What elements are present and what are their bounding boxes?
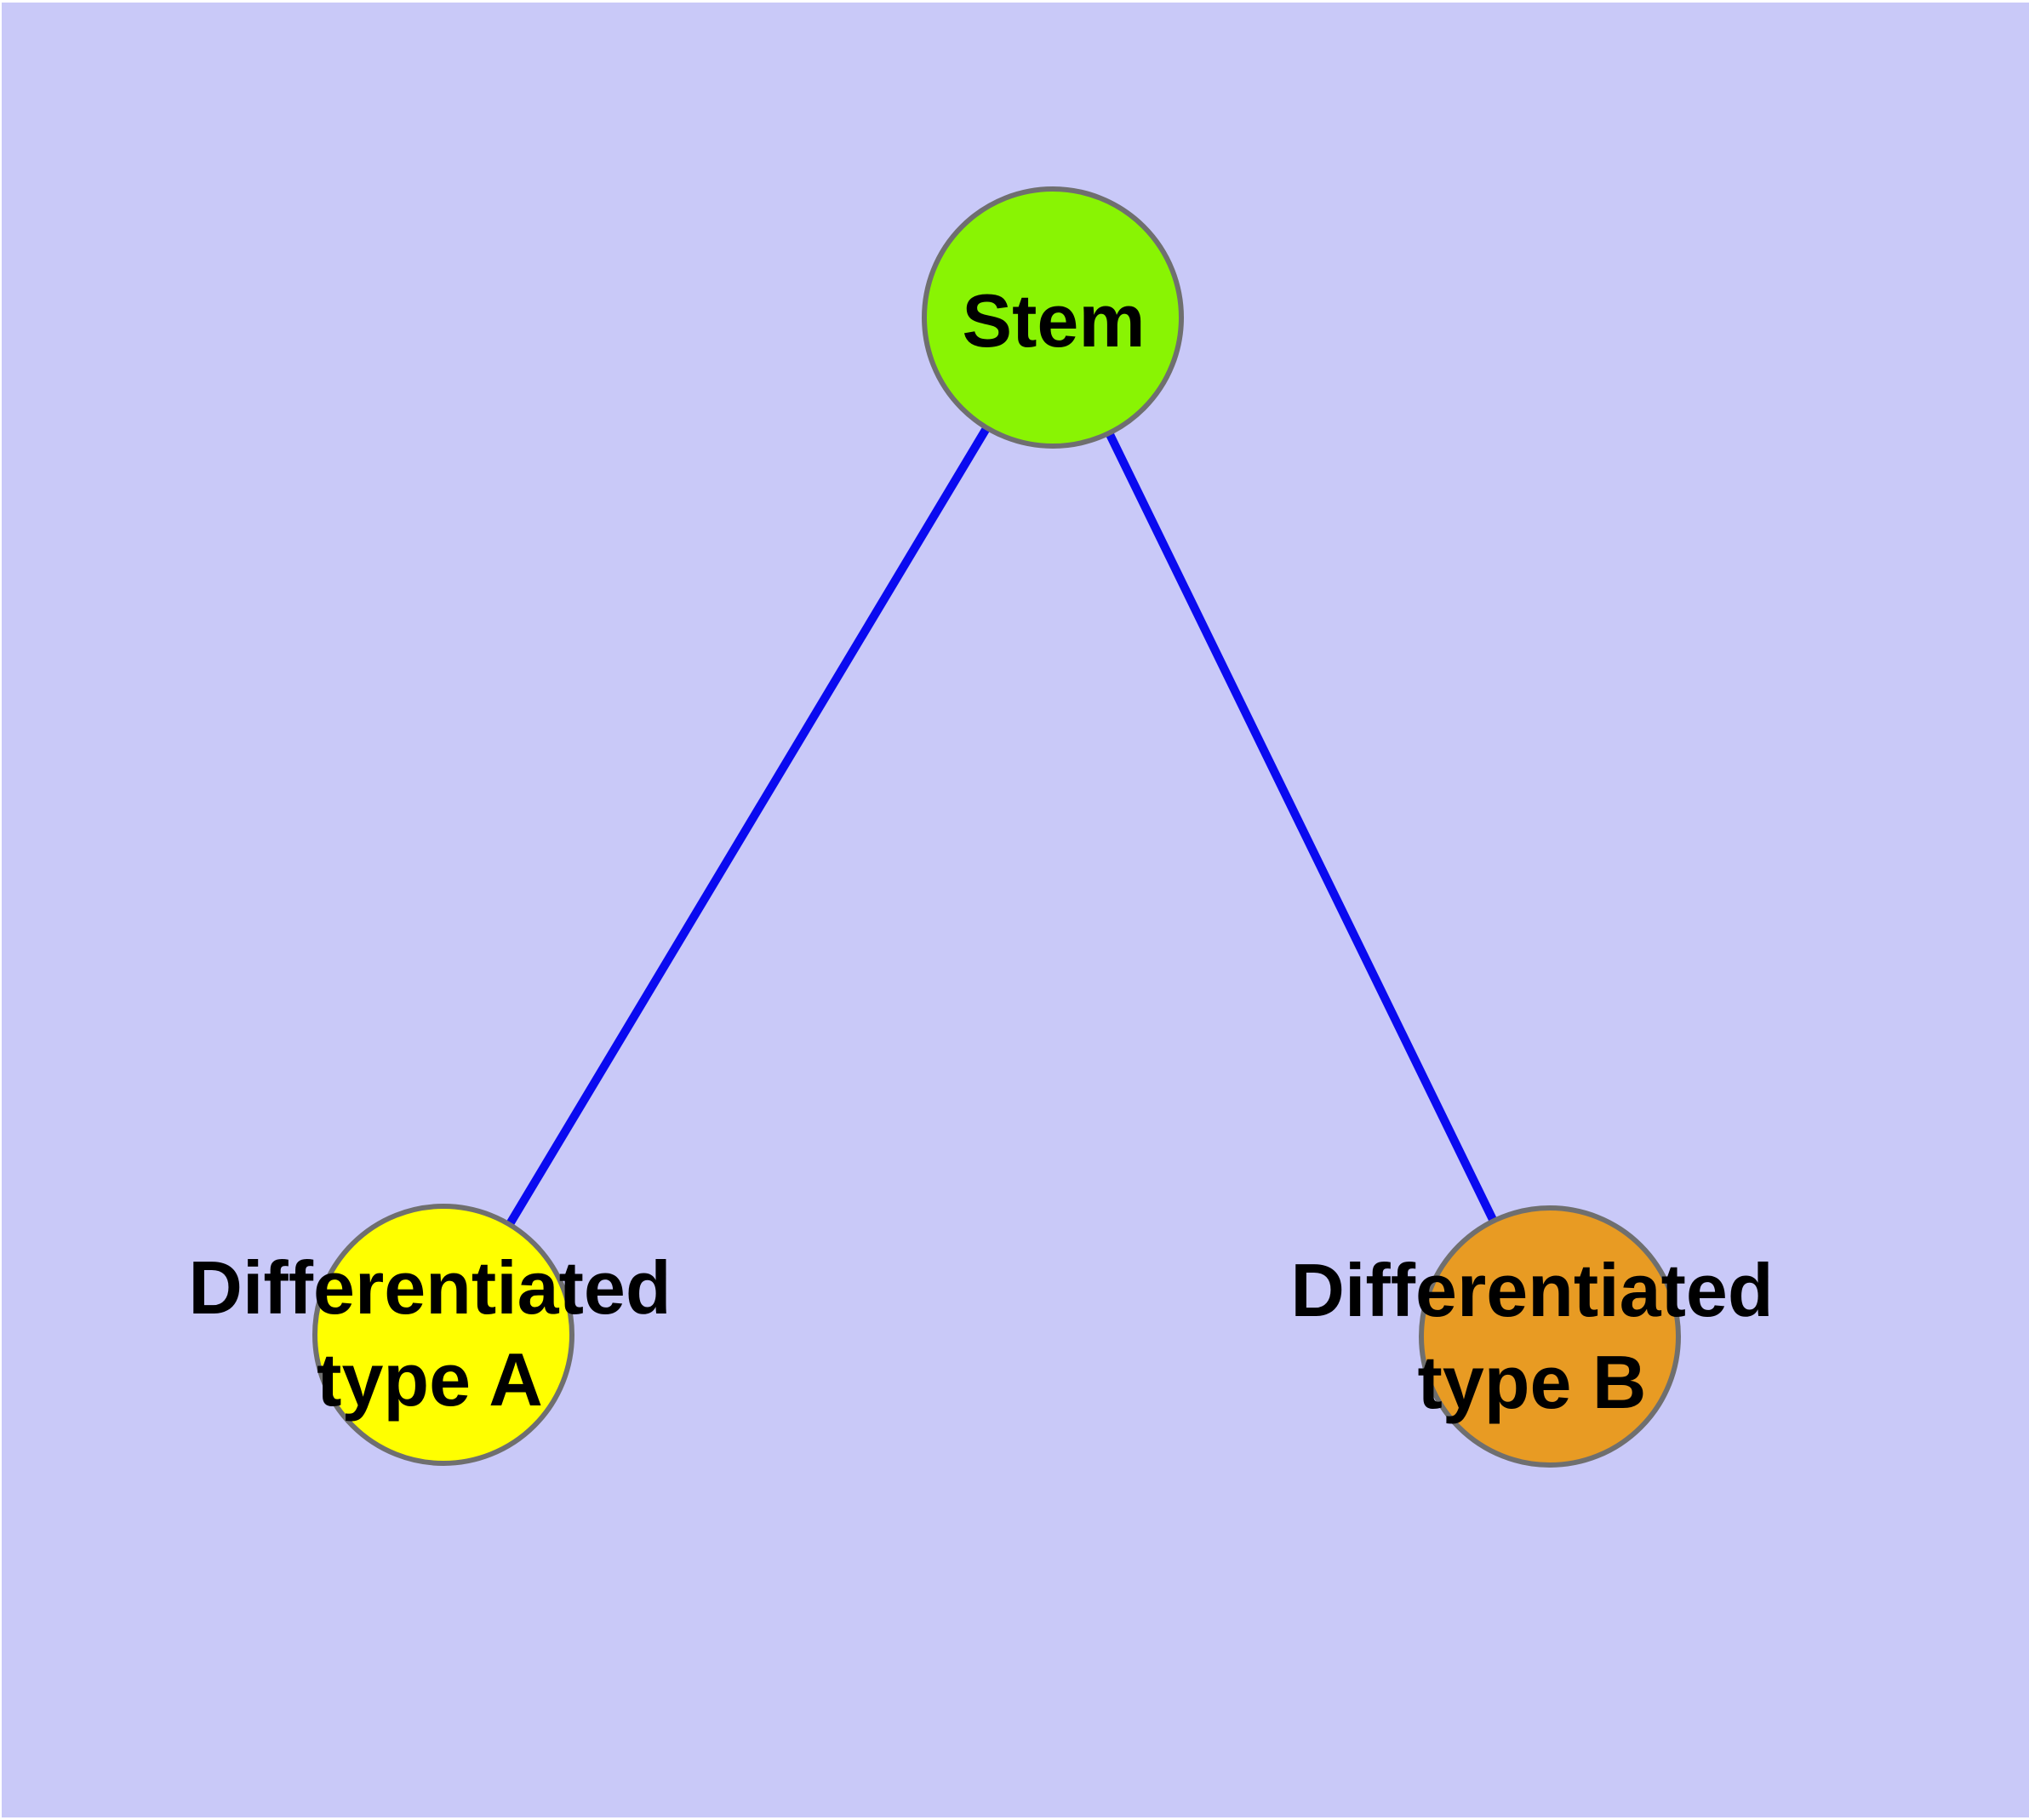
node-differentiated-type-b [1419,1205,1681,1468]
node-differentiated-type-a [312,1204,574,1466]
edge-stem-to-type-b [1049,315,1554,1339]
edge-stem-to-type-a [439,315,1057,1337]
node-stem [922,186,1184,449]
